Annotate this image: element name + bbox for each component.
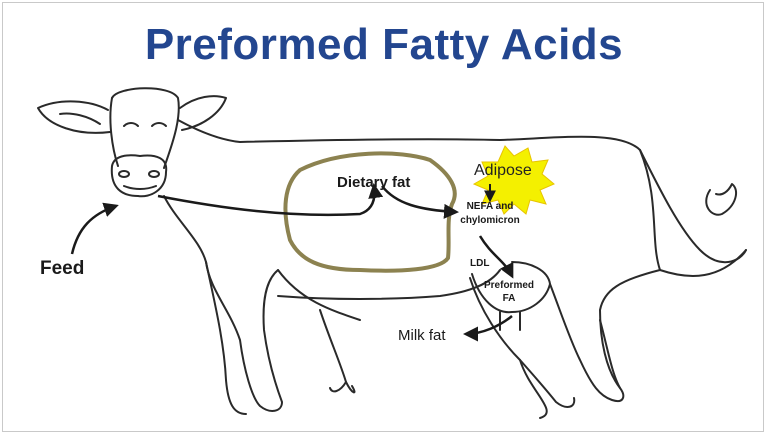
ldl-label: LDL: [470, 258, 489, 269]
feed-arrow: [72, 206, 116, 254]
preformed-line-1: Preformed: [478, 279, 540, 292]
nefa-to-preformed-arrow: [480, 236, 512, 276]
preformed-fa-label: Preformed FA: [478, 279, 540, 305]
preformed-line-2: FA: [478, 292, 540, 305]
dietary-fat-label: Dietary fat: [337, 174, 410, 191]
feed-label: Feed: [40, 258, 84, 280]
rumen-outline: [285, 153, 454, 270]
nefa-line-2: chylomicron: [450, 214, 530, 228]
nefa-chylomicron-label: NEFA and chylomicron: [450, 200, 530, 228]
adipose-label: Adipose: [474, 162, 532, 180]
cow-icon: [38, 88, 746, 418]
milk-fat-label: Milk fat: [398, 327, 446, 344]
nefa-line-1: NEFA and: [450, 200, 530, 214]
